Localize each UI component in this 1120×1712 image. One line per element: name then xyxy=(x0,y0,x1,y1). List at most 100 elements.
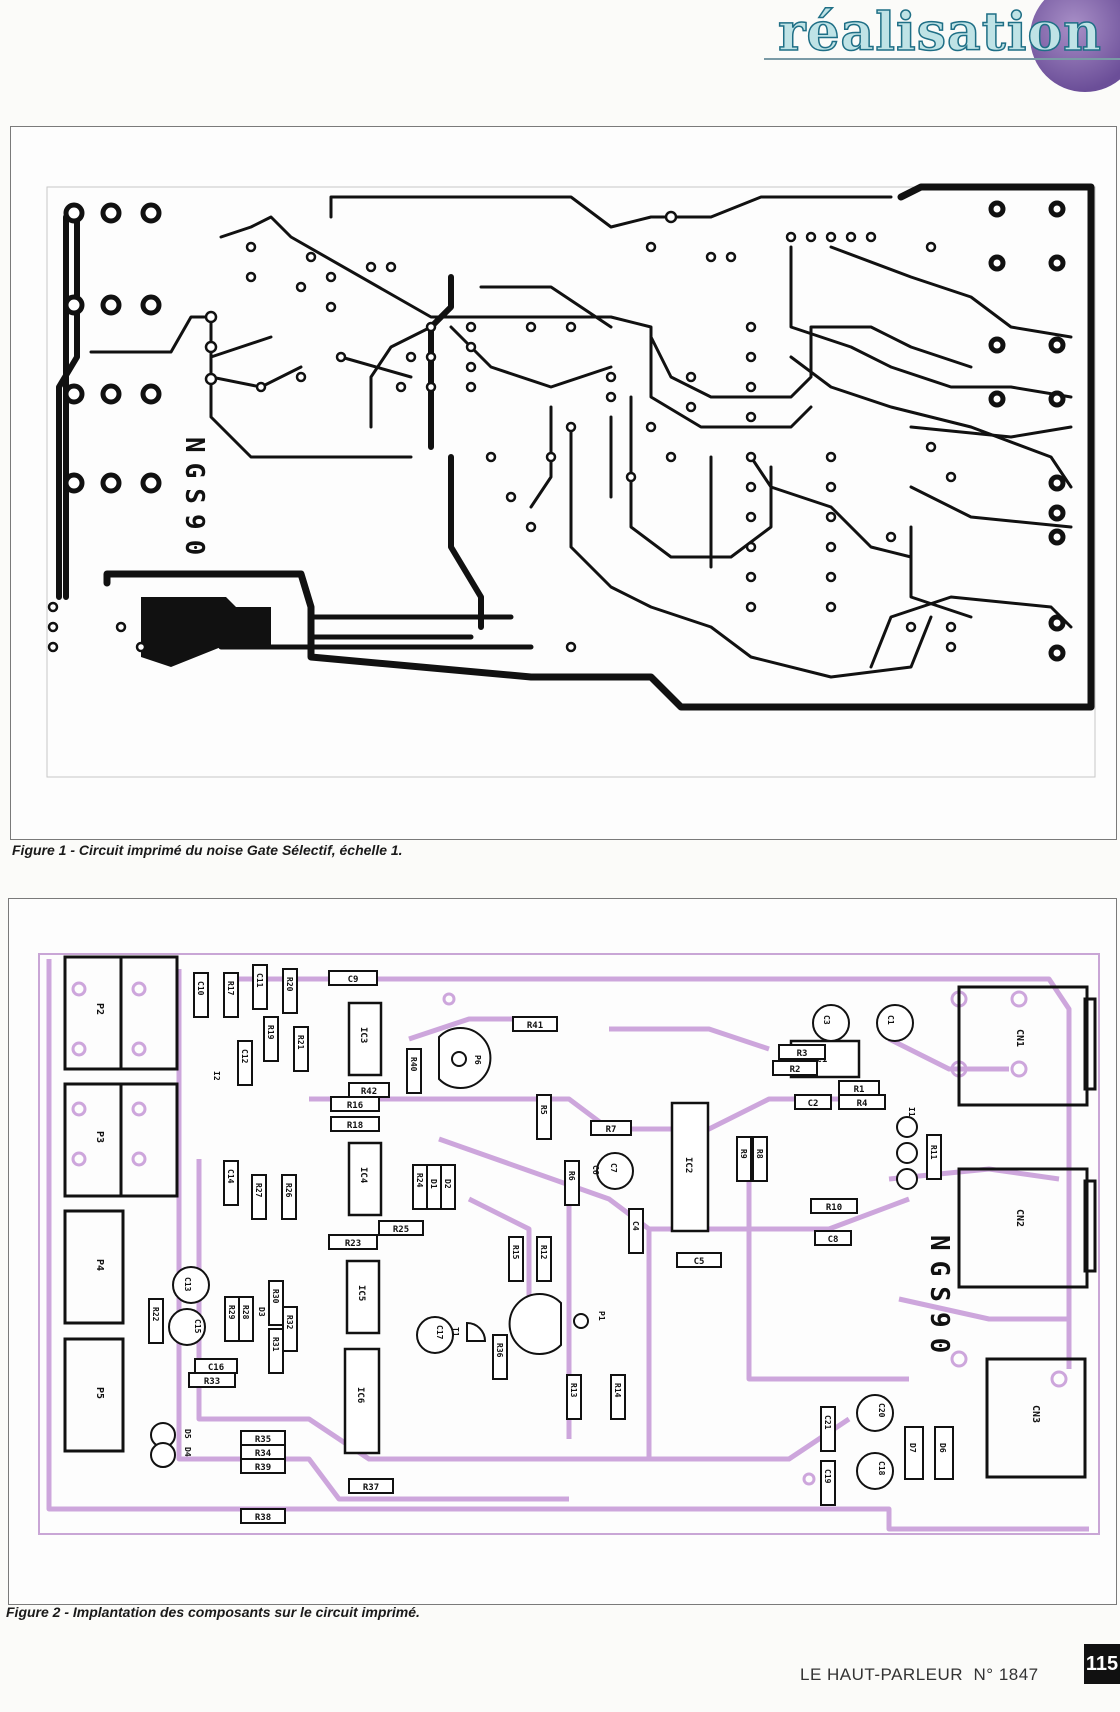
t1-label: T1 xyxy=(451,1327,460,1337)
ic3-label: IC3 xyxy=(358,1027,368,1043)
c1-label: C1 xyxy=(886,1015,895,1025)
r9-label: R9 xyxy=(739,1149,748,1159)
pot-p2-label: P2 xyxy=(94,1003,105,1015)
r34-label: R34 xyxy=(255,1449,272,1459)
p1-label: P1 xyxy=(597,1311,606,1321)
header-rule xyxy=(764,58,1120,60)
r20-label: R20 xyxy=(285,977,294,992)
r41-label: R41 xyxy=(527,1021,543,1031)
r19-label: R19 xyxy=(266,1025,275,1040)
r10-label: R10 xyxy=(826,1203,842,1213)
ic2-label: IC2 xyxy=(683,1157,693,1173)
c5-label: C5 xyxy=(694,1257,705,1267)
figure1-frame: NGS90 xyxy=(10,126,1117,840)
r39-label: R39 xyxy=(255,1463,271,1473)
c18-label: C18 xyxy=(877,1461,886,1476)
r23-label: R23 xyxy=(345,1239,361,1249)
i1-label: I1 xyxy=(907,1107,916,1117)
r6-label: R6 xyxy=(567,1171,576,1181)
r26-label: R26 xyxy=(284,1183,293,1198)
figure1-caption: Figure 1 - Circuit imprimé du noise Gate… xyxy=(12,842,403,858)
r4-label: R4 xyxy=(857,1099,868,1109)
d3-label: D3 xyxy=(257,1307,266,1317)
magazine-name: LE HAUT-PARLEUR xyxy=(800,1665,964,1684)
r30-label: R30 xyxy=(271,1289,280,1304)
r21-label: R21 xyxy=(296,1035,305,1050)
p6-label: P6 xyxy=(473,1055,482,1065)
ic4-label: IC4 xyxy=(358,1167,368,1184)
r27-label: R27 xyxy=(254,1183,263,1198)
c21-label: C21 xyxy=(823,1415,832,1430)
ic5-label: IC5 xyxy=(356,1285,366,1301)
r31-label: R31 xyxy=(271,1337,280,1352)
r2-label: R2 xyxy=(790,1065,801,1075)
section-title: réalisation xyxy=(777,1,1102,64)
r24-label: R24 xyxy=(415,1173,424,1188)
r5-label: R5 xyxy=(539,1105,548,1115)
r37-label: R37 xyxy=(363,1483,379,1493)
footer-magazine: LE HAUT-PARLEUR N° 1847 xyxy=(800,1665,1039,1685)
i2-label-top: I2 xyxy=(212,1071,221,1081)
r7-label: R7 xyxy=(606,1125,617,1135)
connector-cn3-label: CN3 xyxy=(1030,1405,1041,1423)
ic6-label: IC6 xyxy=(355,1387,365,1403)
component-placement-artwork: P2 P3 P4 P5 CN1 CN2 CN3 IC1 IC2 IC3 IC4 … xyxy=(38,953,1100,1535)
c6-label: C6 xyxy=(591,1165,600,1175)
page-number: 115 xyxy=(1084,1644,1120,1684)
figure2-board-marking: NGS90 xyxy=(924,1235,954,1363)
r14-label: R14 xyxy=(613,1383,622,1398)
c3-label: C3 xyxy=(822,1015,831,1025)
c4-label: C4 xyxy=(631,1221,640,1231)
r15-label: R15 xyxy=(511,1245,520,1260)
figure2-frame: P2 P3 P4 P5 CN1 CN2 CN3 IC1 IC2 IC3 IC4 … xyxy=(8,898,1117,1605)
r40-label: R40 xyxy=(409,1057,418,1072)
c11-label: C11 xyxy=(255,973,264,988)
d1-label: D1 xyxy=(429,1179,438,1189)
c2-label: C2 xyxy=(808,1099,819,1109)
c14-label: C14 xyxy=(226,1169,235,1184)
pot-p3-label: P3 xyxy=(94,1131,105,1143)
pot-p5-label: P5 xyxy=(94,1387,105,1399)
d4-label: D4 xyxy=(183,1447,192,1457)
r11-label: R11 xyxy=(929,1145,938,1160)
c7-label: C7 xyxy=(609,1163,618,1173)
r33-label: R33 xyxy=(204,1377,220,1387)
r12-label: R12 xyxy=(539,1245,548,1260)
d6-label: D6 xyxy=(938,1443,947,1453)
c8-label: C8 xyxy=(828,1235,839,1245)
issue-number: N° 1847 xyxy=(973,1665,1039,1684)
r42-label: R42 xyxy=(361,1087,377,1097)
r32-label: R32 xyxy=(285,1315,294,1330)
r36-label: R36 xyxy=(495,1343,504,1358)
connector-cn2-label: CN2 xyxy=(1014,1209,1025,1227)
connector-cn1-label: CN1 xyxy=(1014,1029,1025,1047)
c17-label: C17 xyxy=(435,1325,444,1340)
figure2-caption: Figure 2 - Implantation des composants s… xyxy=(6,1604,420,1620)
r25-label: R25 xyxy=(393,1225,409,1235)
r1-label: R1 xyxy=(854,1085,865,1095)
r8-label: R8 xyxy=(755,1149,764,1159)
d5-label: D5 xyxy=(183,1429,192,1439)
r13-label: R13 xyxy=(569,1383,578,1398)
r3-label: R3 xyxy=(797,1049,808,1059)
pcb-copper-artwork: NGS90 xyxy=(46,183,1096,778)
r16-label: R16 xyxy=(347,1101,363,1111)
c9-label: C9 xyxy=(348,975,359,985)
c19-label: C19 xyxy=(823,1469,832,1484)
c13-label: C13 xyxy=(183,1277,192,1292)
r17-label: R17 xyxy=(226,981,235,996)
figure1-board-marking: NGS90 xyxy=(179,437,209,565)
r18-label: R18 xyxy=(347,1121,363,1131)
d2-label: D2 xyxy=(443,1179,452,1189)
c20-label: C20 xyxy=(877,1403,886,1418)
c16-label: C16 xyxy=(208,1363,224,1373)
r35-label: R35 xyxy=(255,1435,271,1445)
c15-label: C15 xyxy=(193,1319,202,1334)
r38-label: R38 xyxy=(255,1513,271,1523)
c12-label: C12 xyxy=(240,1049,249,1064)
pot-p4-label: P4 xyxy=(94,1259,105,1271)
r28-label: R28 xyxy=(241,1305,250,1320)
r22-label: R22 xyxy=(151,1307,160,1322)
r29-label: R29 xyxy=(227,1305,236,1320)
c10-label: C10 xyxy=(196,981,205,996)
